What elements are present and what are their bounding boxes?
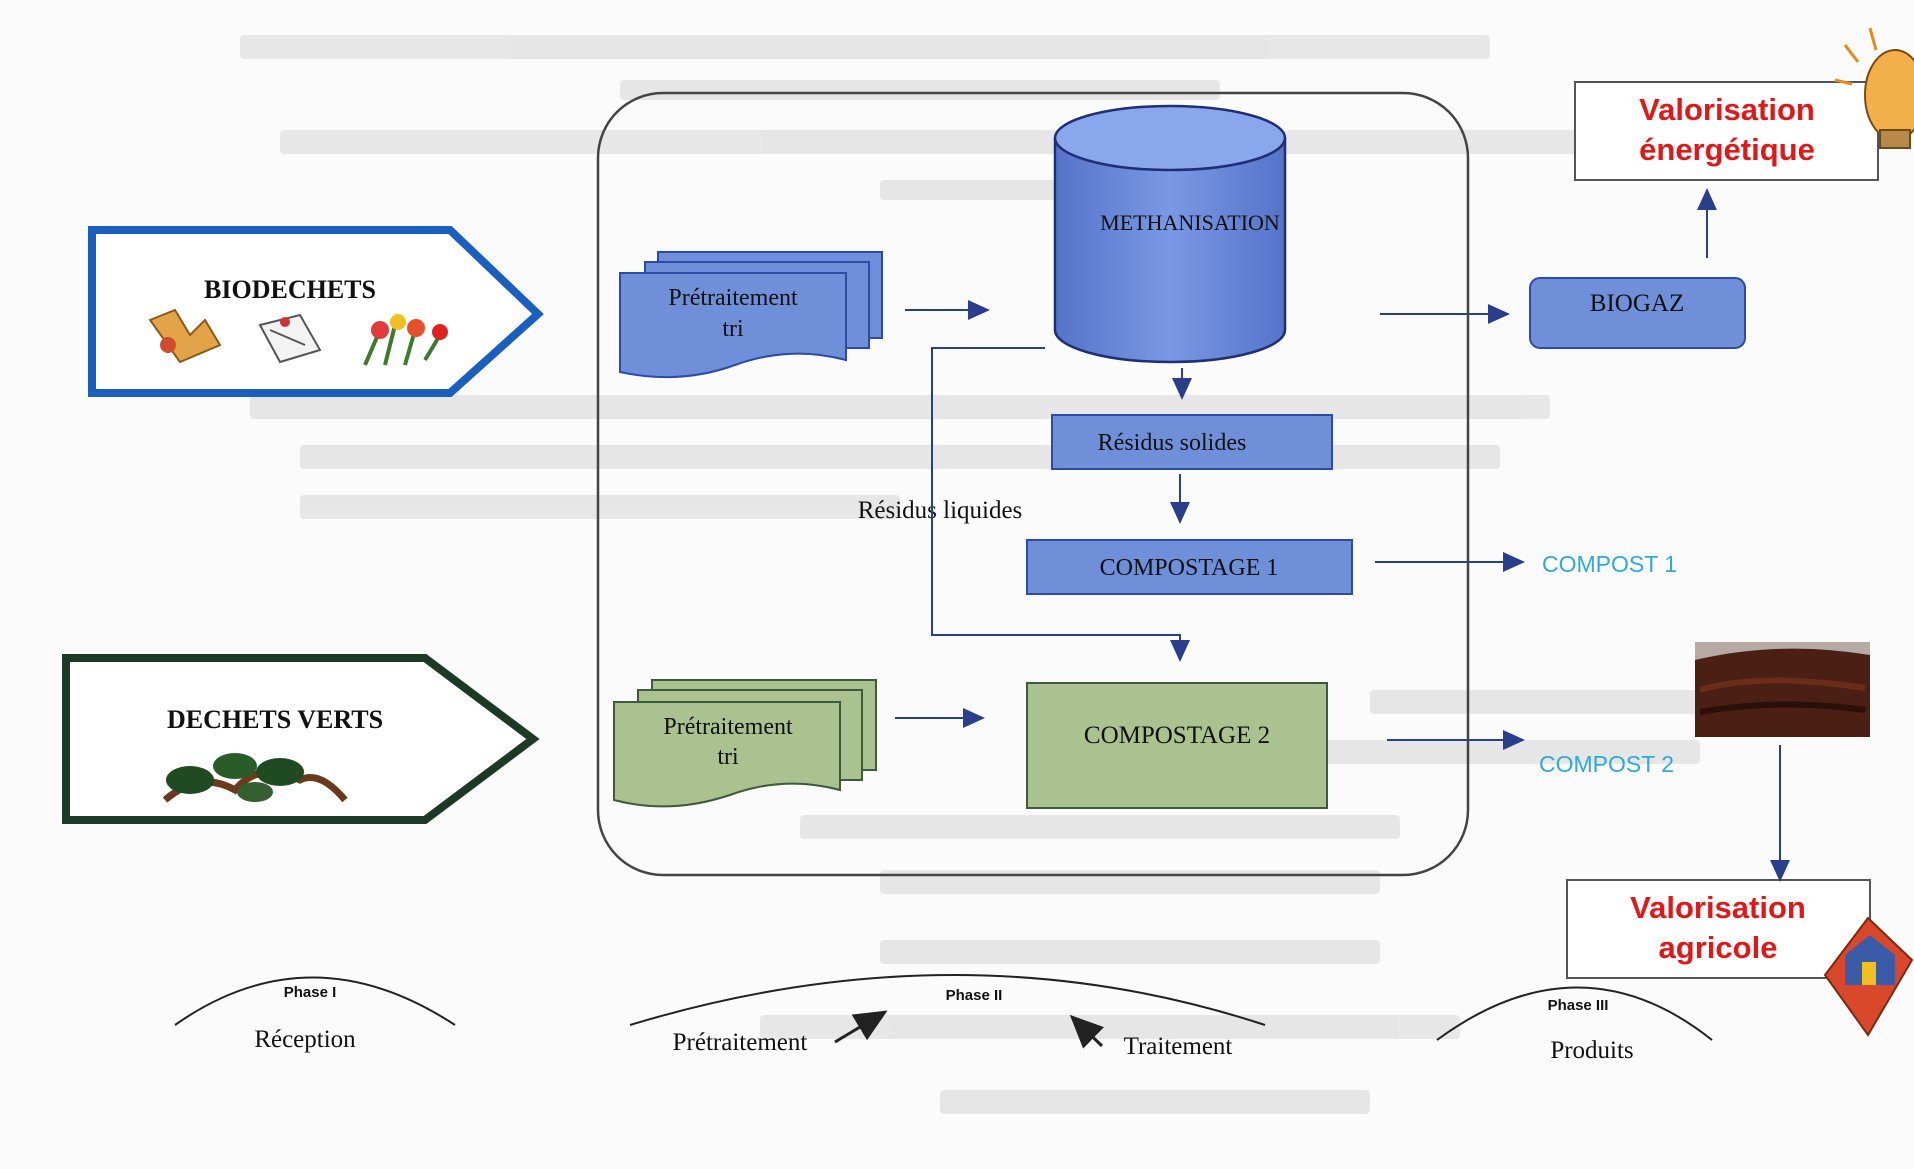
phase-2: Phase II Prétraitement Traitement	[629, 974, 1266, 1060]
lightbulb-icon	[1834, 27, 1914, 149]
biodechets-input: BIODECHETS	[88, 226, 544, 397]
valorisation-agricole-line2: agricole	[1659, 930, 1778, 965]
pretraitement-2-line2: tri	[717, 744, 739, 770]
background-ghost-text	[240, 35, 1770, 1114]
flow-arrows	[895, 188, 1790, 882]
compostage-1-box	[1026, 539, 1353, 595]
residus-solides-box	[1051, 414, 1333, 470]
phase-1: Phase I Réception	[174, 976, 456, 1053]
dechets-verts-input: DECHETS VERTS	[62, 654, 540, 824]
biogaz-label: BIOGAZ	[1590, 290, 1684, 317]
compost-1-label: COMPOST 1	[1542, 551, 1677, 577]
pretraitement-green-box: Prétraitement tri	[613, 679, 877, 808]
phase-2-label-left: Prétraitement	[673, 1029, 808, 1056]
pretraitement-2-line1: Prétraitement	[663, 714, 793, 740]
process-container	[596, 91, 1470, 877]
compostage-2-box	[1026, 682, 1328, 809]
compostage-1-label: COMPOSTAGE 1	[1100, 555, 1279, 581]
phase-3-title: Phase III	[1548, 997, 1609, 1014]
residus-solides-label: Résidus solides	[1098, 430, 1247, 456]
green-waste-branches-icon	[162, 753, 348, 803]
valorisation-energetique-line2: énergétique	[1639, 132, 1815, 167]
biodechets-label: BIODECHETS	[204, 275, 376, 304]
phase-1-title: Phase I	[284, 984, 337, 1001]
phase-3-label: Produits	[1550, 1037, 1633, 1064]
methanisation-label: METHANISATION	[1100, 210, 1280, 235]
phase-3: Phase III Produits	[1436, 986, 1713, 1064]
pretraitement-1-line2: tri	[722, 316, 744, 342]
biogaz-box	[1529, 277, 1746, 349]
methanisation-cylinder: METHANISATION	[1053, 104, 1287, 364]
biowaste-pictures-icon	[148, 308, 448, 366]
residus-liquides-label: Résidus liquides	[858, 497, 1023, 524]
dechets-verts-label: DECHETS VERTS	[167, 705, 383, 734]
valorisation-agricole-line1: Valorisation	[1630, 890, 1806, 925]
compost-pile-photo	[1695, 642, 1870, 737]
valorisation-energetique-line1: Valorisation	[1639, 92, 1815, 127]
compostage-2-label: COMPOSTAGE 2	[1084, 722, 1270, 749]
farm-diamond-icon	[1823, 916, 1914, 1037]
phase-1-label: Réception	[254, 1026, 356, 1053]
pretraitement-blue-box: Prétraitement tri	[619, 251, 883, 379]
pretraitement-1-line1: Prétraitement	[668, 285, 798, 311]
phase-2-title: Phase II	[946, 987, 1003, 1004]
phase-2-label-right: Traitement	[1124, 1033, 1233, 1060]
compost-2-label: COMPOST 2	[1539, 751, 1674, 777]
valorisation-agricole-box	[1566, 879, 1871, 979]
